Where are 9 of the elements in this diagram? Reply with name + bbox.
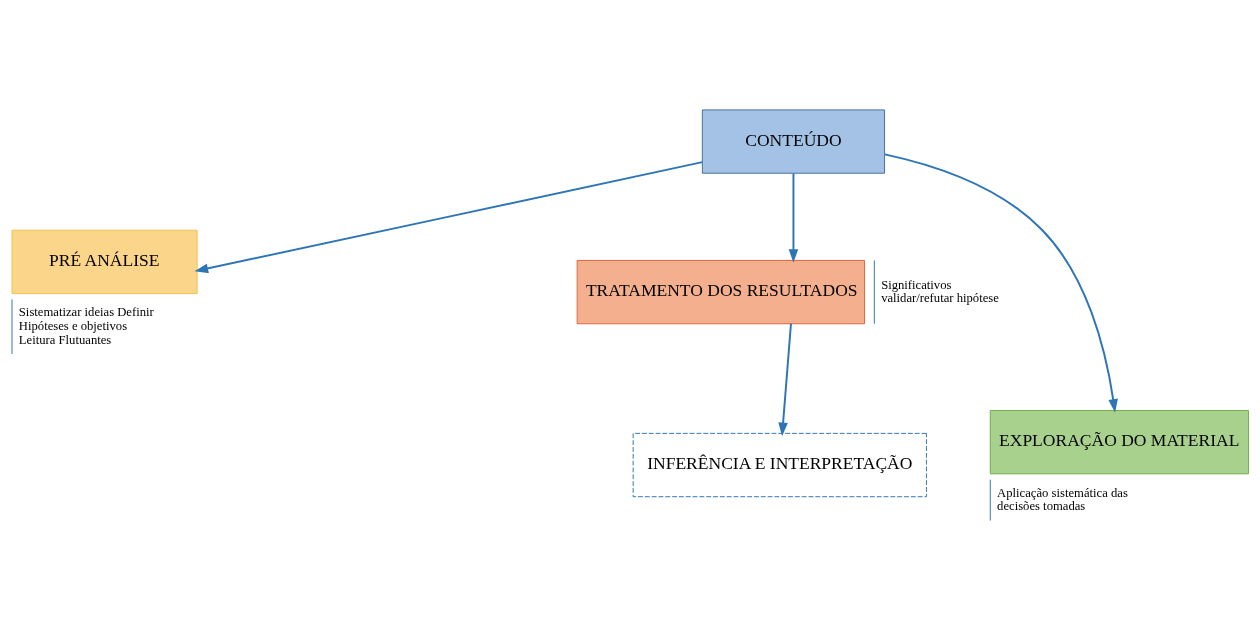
node-box: INFERÊNCIA E INTERPRETAÇÃO <box>632 432 927 498</box>
arrow <box>788 172 799 263</box>
node-label: Aplicação sistemática das decisões tomadas <box>997 485 1128 514</box>
arrow <box>194 161 704 274</box>
node-label: Significativos validar/refutar hipótese <box>881 277 999 306</box>
node-box: CONTEÚDO <box>701 109 886 174</box>
node-label: Sistematizar ideias Definir Hipóteses e objetivos Leitura Flutuantes <box>18 305 154 347</box>
arrow <box>883 153 1118 413</box>
arrow <box>778 322 792 437</box>
